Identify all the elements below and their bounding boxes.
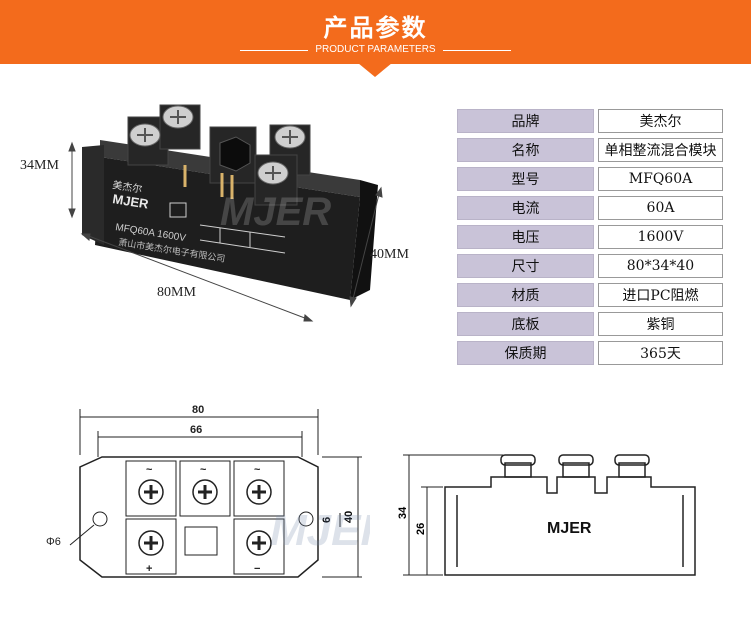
drawing-side-view: 34 26 MJER [397,454,696,576]
banner-line-left [240,50,308,51]
hole-dia-label: Φ6 [46,536,61,548]
sym-ac-1: ~ [146,464,153,476]
sym-minus: − [254,563,260,575]
spec-key: 材质 [457,283,594,307]
spec-row: 底板紫铜 [457,312,723,336]
spec-value: MFQ60A [598,167,723,191]
spec-value: 1600V [598,225,723,249]
side-dim-34: 34 [397,506,409,519]
spec-value: 60A [598,196,723,220]
spec-value: 单相整流混合模块 [598,138,723,162]
spec-value: 365天 [598,341,723,365]
banner-line-right [443,50,511,51]
photo-dim-height: 34MM [20,158,59,173]
spec-key: 品牌 [457,109,594,133]
spec-value: 80*34*40 [598,254,723,278]
dim-6-label: 6 [321,517,333,523]
photo-brand-text: MJER [112,191,151,212]
spec-value: 进口PC阻燃 [598,283,723,307]
spec-key: 保质期 [457,341,594,365]
spec-value: 紫铜 [598,312,723,336]
product-photo: 美杰尔 MJER MFQ60A 1600V 萧山市美杰尔电子有限公司 MJER [68,104,383,322]
photo-dim-depth: 40MM [370,247,409,262]
spec-row: 品牌美杰尔 [457,109,723,133]
banner-title: 产品参数 [323,14,428,42]
photo-dim-width: 80MM [157,285,196,300]
spec-key: 底板 [457,312,594,336]
spec-value: 美杰尔 [598,109,723,133]
banner-notch [358,63,392,77]
photo-watermark: MJER [220,190,331,234]
dim-80-label: 80 [192,404,204,416]
banner-subtitle: PRODUCT PARAMETERS [315,44,436,55]
dim-66-label: 66 [190,424,202,436]
side-dim-26: 26 [415,523,427,535]
side-brand-label: MJER [547,520,592,537]
sym-plus: + [146,563,152,575]
spec-key: 电流 [457,196,594,220]
spec-key: 尺寸 [457,254,594,278]
drawing-watermark: MJER [270,506,370,555]
header-banner [0,0,751,64]
drawing-top-view: 80 66 Φ6 ~ ~ ~ + − 6 40 MJER [46,404,370,578]
spec-key: 型号 [457,167,594,191]
spec-row: 材质进口PC阻燃 [457,283,723,307]
spec-row: 名称单相整流混合模块 [457,138,723,162]
sym-ac-3: ~ [254,464,261,476]
spec-key: 电压 [457,225,594,249]
spec-key: 名称 [457,138,594,162]
sym-ac-2: ~ [200,464,207,476]
dim-40-label: 40 [343,511,355,523]
